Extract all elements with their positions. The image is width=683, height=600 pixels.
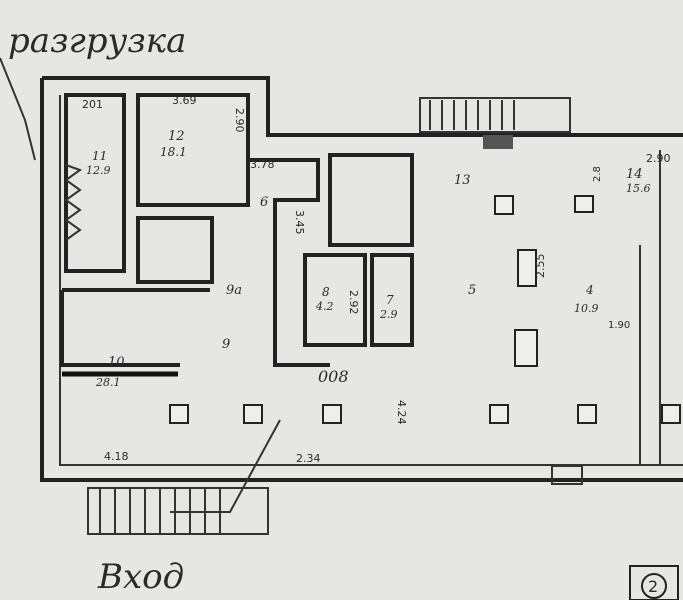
outer-wall-left-bottom (40, 78, 683, 482)
room-area-label: 12.9 (86, 164, 111, 177)
room-area-label: 15.6 (626, 182, 651, 195)
room-area-label: 2.90 (233, 108, 246, 133)
room-10-walls (60, 288, 210, 367)
loading-ramp (419, 97, 571, 133)
entrance-steps (87, 487, 269, 535)
room-area-label: 2.92 (347, 290, 360, 315)
column (169, 404, 189, 424)
room-area-label: 201 (82, 98, 103, 111)
column (577, 404, 597, 424)
entrance-arrow (170, 419, 281, 513)
room-12-walls (136, 93, 250, 207)
sheet-marker-box (629, 565, 679, 600)
center-note: 008 (318, 367, 349, 386)
corridor-walls (248, 158, 330, 367)
room-number-label: 6 (260, 195, 268, 210)
room-area-label: 10.9 (574, 302, 599, 315)
unloading-arrow (0, 57, 36, 161)
sheet-marker-circle (641, 573, 667, 599)
room-area-label: 4.24 (395, 400, 408, 425)
room-area-label: 4.18 (104, 450, 129, 463)
inner-wall-line (59, 95, 683, 466)
room-8-walls (303, 253, 367, 347)
room-area-label: 3.69 (172, 94, 197, 107)
room-number-label: 4 (585, 283, 594, 297)
room-number-label: 8 (322, 285, 330, 299)
sheet-number: 2 (648, 577, 658, 596)
room-number-label: 12 (168, 129, 185, 144)
room-area-label: 4.2 (315, 300, 334, 313)
room-area-label: 2.90 (646, 152, 671, 165)
entrance-note: Вход (97, 557, 184, 597)
room-number-label: 13 (454, 173, 471, 188)
outer-wall-top (42, 76, 683, 137)
room-201-walls (64, 93, 126, 273)
staircase (64, 164, 83, 241)
ramp-hatching (429, 100, 515, 130)
room-area-label: 3.78 (250, 158, 275, 171)
room-number-label: 11 (92, 149, 107, 163)
room-area-label: 2.55 (534, 254, 547, 279)
small-steps (551, 465, 583, 485)
room-area-label: 3.45 (293, 210, 306, 235)
room-area-label: 2.9 (379, 308, 398, 321)
room-number-label: 9 (222, 337, 230, 352)
column (574, 195, 594, 213)
room-number-label: 5 (468, 283, 476, 298)
column (243, 404, 263, 424)
room-number-label: 9a (226, 283, 242, 298)
column (517, 249, 537, 287)
room-7-walls (370, 253, 414, 347)
room-area-label: 2.34 (296, 452, 321, 465)
room-14-walls (639, 150, 661, 465)
unloading-note: разгрузка (8, 21, 186, 61)
door-hatched (483, 135, 513, 149)
column (494, 195, 514, 215)
room-number-label: 14 (626, 167, 643, 182)
room-area-label: 2.8 (592, 166, 603, 182)
column (489, 404, 509, 424)
room-11-walls (136, 216, 214, 284)
column (661, 404, 681, 424)
column (514, 329, 538, 367)
room-area-label: 28.1 (95, 376, 121, 389)
room-area-label: 1.90 (608, 320, 630, 331)
column (322, 404, 342, 424)
room-number-label: 10 (108, 355, 125, 370)
room-area-label: 18.1 (160, 145, 187, 159)
wc-block (328, 153, 414, 247)
room-number-label: 7 (386, 293, 394, 307)
